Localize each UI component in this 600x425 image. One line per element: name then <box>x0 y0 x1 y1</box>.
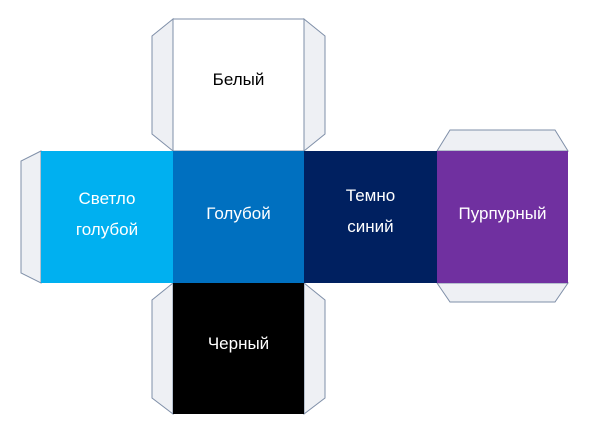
label-dark-blue-text: Темно синий <box>345 186 396 236</box>
label-white: Белый <box>173 19 304 139</box>
tab-purple-bottom <box>436 282 569 303</box>
face-blue <box>173 151 304 283</box>
tab-black-left <box>151 281 174 416</box>
label-white-text: Белый <box>212 69 265 89</box>
tab-light-blue-left <box>20 150 42 284</box>
tab-white-right <box>303 17 326 153</box>
face-purple <box>437 151 568 283</box>
tab-black-right <box>303 281 326 416</box>
label-black: Черный <box>173 283 304 403</box>
tab-white-left <box>151 17 174 153</box>
face-black <box>173 283 304 414</box>
label-blue-text: Голубой <box>206 203 271 223</box>
face-dark-blue <box>304 151 437 283</box>
label-purple: Пурпурный <box>437 151 568 275</box>
label-black-text: Черный <box>207 333 270 353</box>
label-light-blue: Светло голубой <box>41 151 173 277</box>
label-dark-blue: Темно синий <box>304 151 437 271</box>
label-purple-text: Пурпурный <box>458 203 547 223</box>
tab-purple-top <box>436 129 569 152</box>
label-light-blue-text: Светло голубой <box>75 189 139 239</box>
label-blue: Голубой <box>173 151 304 275</box>
face-light-blue <box>41 151 173 283</box>
